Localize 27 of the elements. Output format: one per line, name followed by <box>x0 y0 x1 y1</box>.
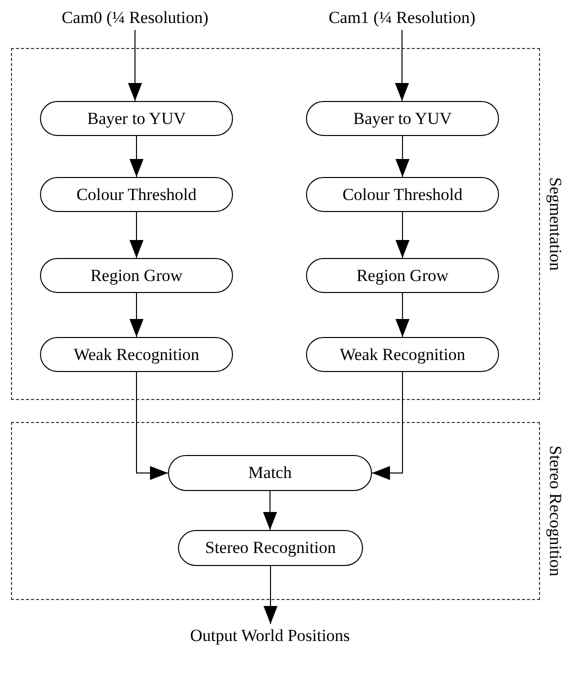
arrow <box>396 212 410 258</box>
output-label: Output World Positions <box>150 624 390 648</box>
input-label: Cam1 (¼ Resolution) <box>306 6 498 30</box>
arrow <box>130 212 144 258</box>
arrow <box>130 292 144 338</box>
process-step: Bayer to YUV <box>306 101 499 136</box>
arrow <box>264 566 278 624</box>
process-step: Weak Recognition <box>40 337 233 372</box>
arrow <box>128 30 142 102</box>
region-label: Segmentation <box>545 176 565 273</box>
region-label: Stereo Recognition <box>545 444 565 578</box>
arrow <box>136 372 168 480</box>
process-step: Colour Threshold <box>40 177 233 212</box>
arrow <box>396 136 410 178</box>
process-step: Bayer to YUV <box>40 101 233 136</box>
process-step: Colour Threshold <box>306 177 499 212</box>
arrow <box>130 136 144 178</box>
arrow <box>372 372 403 480</box>
arrow <box>396 292 410 338</box>
process-step: Match <box>168 455 372 491</box>
input-label: Cam0 (¼ Resolution) <box>40 6 230 30</box>
process-step: Stereo Recognition <box>178 530 363 566</box>
process-step: Weak Recognition <box>306 337 499 372</box>
arrow <box>395 30 409 102</box>
process-step: Region Grow <box>40 258 233 293</box>
process-step: Region Grow <box>306 258 499 293</box>
arrow <box>263 490 277 530</box>
